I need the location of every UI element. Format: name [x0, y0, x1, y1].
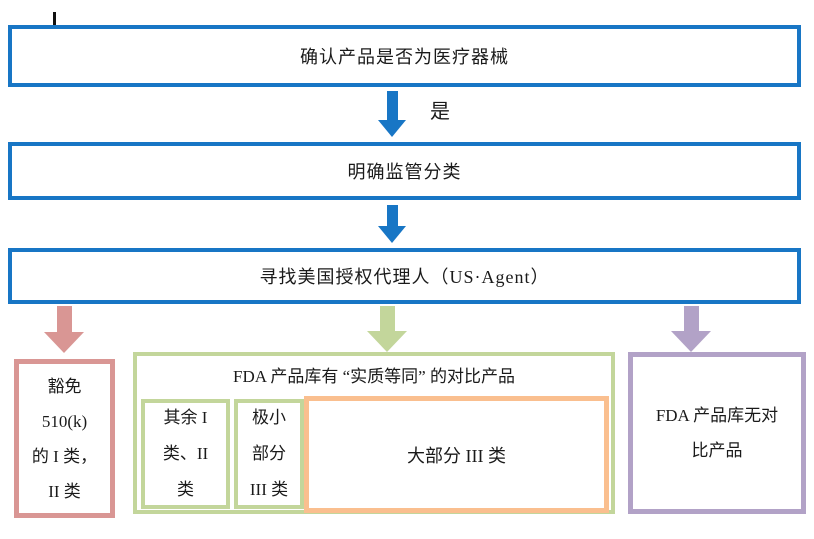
step-us-agent: 寻找美国授权代理人（US·Agent）	[8, 248, 801, 304]
exempt-line: II 类	[48, 481, 81, 501]
step-confirm-label: 确认产品是否为医疗器械	[300, 47, 509, 67]
exempt-line: 豁免	[47, 376, 82, 396]
step-us-agent-label: 寻找美国授权代理人（US·Agent）	[259, 267, 550, 287]
down-arrow-purple-icon	[671, 306, 711, 352]
step-classification-label: 明确监管分类	[347, 162, 462, 182]
substantial-equivalence-header-label: FDA 产品库有 “实质等同” 的对比产品	[233, 366, 515, 386]
down-arrow-rose-icon	[44, 306, 84, 353]
subgroup-line: 类	[177, 480, 194, 499]
subgroup-rest-class-1-2: 其余 I 类、II 类	[141, 399, 230, 509]
subgroup-line: 类、II	[162, 444, 209, 463]
subgroup-small-part-class-3: 极小 部分 III 类	[234, 399, 304, 509]
down-arrow-green-icon	[367, 306, 407, 352]
subgroup-line: 其余 I	[163, 408, 208, 427]
cursor-mark	[53, 12, 56, 25]
subgroup-line: 极小	[252, 408, 286, 427]
no-predicate-line: 比产品	[691, 441, 743, 460]
yes-label: 是	[430, 101, 450, 123]
exempt-line: 510(k)	[41, 411, 88, 431]
outcome-510k-exempt: 豁免 510(k) 的 I 类， II 类	[14, 359, 115, 518]
subgroup-line: 部分	[252, 444, 286, 463]
subgroup-most-class-3-label: 大部分 III 类	[407, 445, 506, 466]
down-arrow-icon	[378, 205, 406, 243]
step-classification: 明确监管分类	[8, 142, 801, 200]
no-predicate-line: FDA 产品库无对	[655, 406, 779, 425]
exempt-line: 的 I 类，	[31, 446, 98, 466]
outcome-no-predicate: FDA 产品库无对 比产品	[628, 352, 806, 514]
substantial-equivalence-header: FDA 产品库有 “实质等同” 的对比产品	[133, 352, 615, 396]
step-confirm-medical-device: 确认产品是否为医疗器械	[8, 25, 801, 87]
down-arrow-icon	[378, 91, 406, 137]
subgroup-line: III 类	[249, 480, 289, 499]
subgroup-most-class-3: 大部分 III 类	[304, 396, 609, 513]
